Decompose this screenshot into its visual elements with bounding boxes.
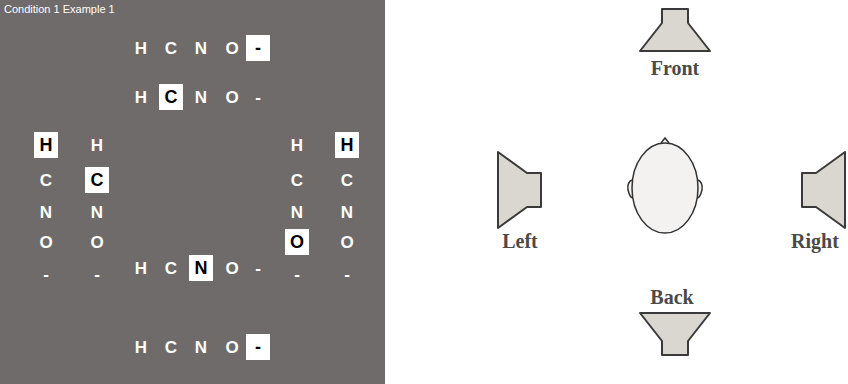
left-speaker: [498, 152, 541, 228]
highlighted-letter: C: [91, 171, 104, 189]
highlighted-letter: C: [165, 88, 178, 106]
letter: H: [135, 260, 147, 277]
letter: O: [225, 260, 238, 277]
letter: -: [43, 266, 49, 283]
letter: C: [40, 172, 52, 189]
highlighted-letter: N: [195, 259, 208, 277]
speaker-label: Front: [651, 58, 700, 78]
letter: N: [291, 204, 303, 221]
letter: N: [341, 204, 353, 221]
letter: C: [291, 172, 303, 189]
highlighted-letter: H: [40, 136, 53, 154]
highlight-box: -: [246, 334, 270, 360]
highlighted-letter: -: [255, 338, 261, 356]
front-speaker: [640, 9, 710, 51]
letter: C: [165, 339, 177, 356]
letter: O: [340, 234, 353, 251]
highlight-box: H: [34, 132, 58, 158]
letter: O: [225, 40, 238, 57]
letter: N: [195, 89, 207, 106]
letter: C: [341, 172, 353, 189]
display-panel: [0, 0, 385, 384]
letter: H: [135, 89, 147, 106]
highlighted-letter: -: [255, 39, 261, 57]
letter: N: [195, 339, 207, 356]
letter: C: [165, 260, 177, 277]
letter: O: [225, 339, 238, 356]
letter: C: [165, 40, 177, 57]
letter: O: [225, 89, 238, 106]
letter: -: [94, 266, 100, 283]
highlight-box: H: [335, 132, 359, 158]
letter: O: [90, 234, 103, 251]
letter: -: [255, 89, 261, 106]
letter: -: [255, 260, 261, 277]
speaker-label: Right: [791, 231, 839, 251]
letter: N: [40, 204, 52, 221]
speaker-label: Back: [650, 287, 693, 307]
letter: O: [39, 234, 52, 251]
right-speaker: [802, 152, 845, 228]
highlight-box: N: [189, 255, 213, 281]
head: [628, 138, 702, 233]
letter: H: [135, 40, 147, 57]
panel-title: Condition 1 Example 1: [4, 3, 115, 15]
letter: N: [91, 204, 103, 221]
highlight-box: -: [246, 35, 270, 61]
highlight-box: C: [85, 167, 109, 193]
back-speaker: [640, 313, 710, 355]
letter: H: [135, 339, 147, 356]
letter: N: [195, 40, 207, 57]
speaker-label: Left: [502, 231, 538, 251]
highlight-box: C: [159, 84, 183, 110]
highlight-box: O: [285, 229, 309, 255]
highlighted-letter: O: [290, 233, 304, 251]
highlighted-letter: H: [341, 136, 354, 154]
letter: H: [291, 137, 303, 154]
letter: -: [294, 266, 300, 283]
letter: -: [344, 266, 350, 283]
letter: H: [91, 137, 103, 154]
